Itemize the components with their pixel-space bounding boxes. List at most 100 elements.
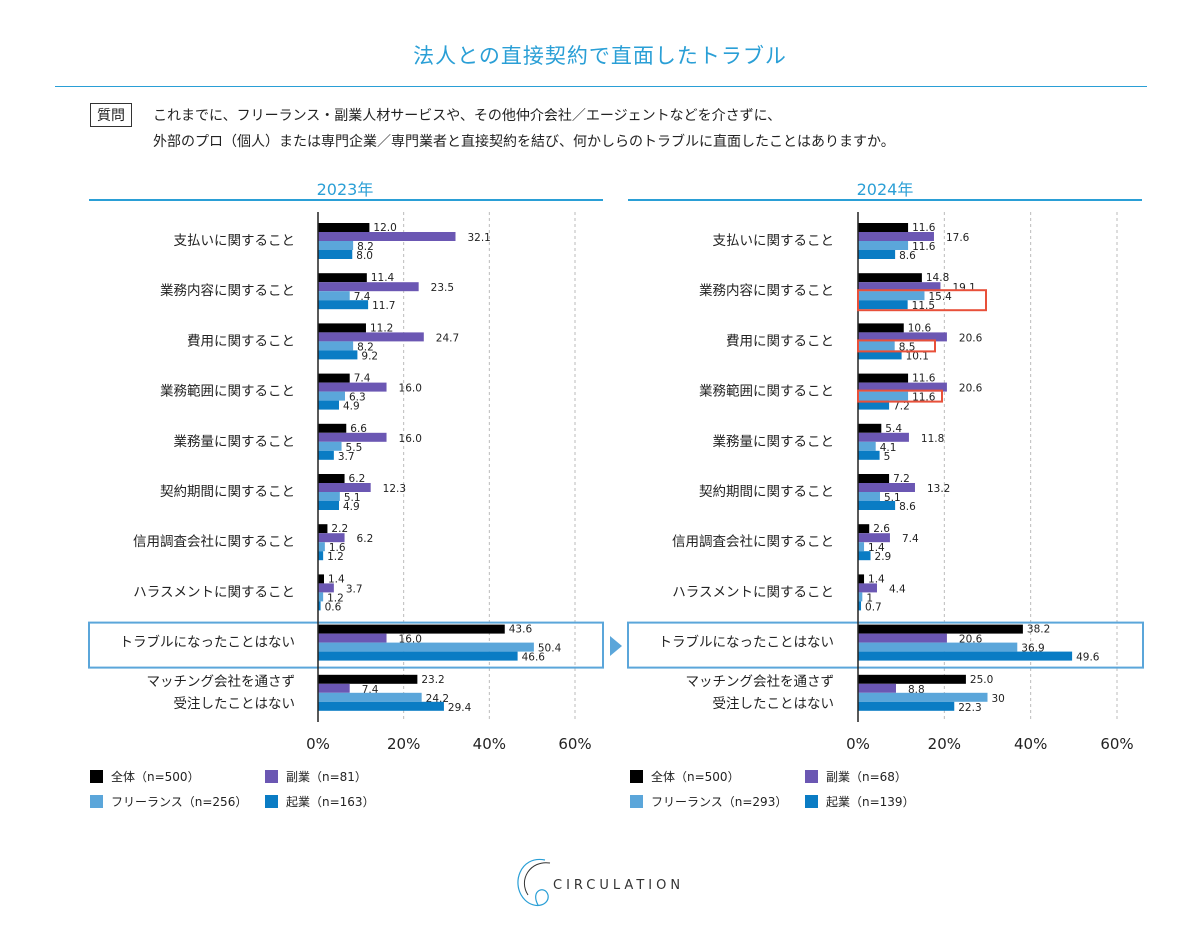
- bar: [318, 273, 367, 283]
- bar: [318, 391, 345, 401]
- data-label: 6.2: [349, 473, 366, 485]
- legend-label: 全体（n=500）: [651, 770, 740, 784]
- red-annotation-box: [857, 339, 936, 353]
- bar: [318, 232, 456, 241]
- title-divider: [55, 86, 1147, 87]
- legend-swatch: [630, 795, 643, 808]
- data-label: 0.7: [865, 601, 882, 613]
- bar: [318, 542, 325, 552]
- bar: [318, 241, 354, 250]
- bar: [858, 692, 988, 702]
- data-label: 11.7: [372, 300, 395, 312]
- data-label: 10.1: [906, 350, 929, 362]
- data-label: 11.6: [912, 241, 936, 253]
- bar: [858, 483, 915, 492]
- data-label: 1.6: [329, 542, 346, 554]
- logo-text: CIRCULATION: [553, 878, 685, 893]
- category-label: 信用調査会社に関すること: [133, 534, 295, 550]
- data-label: 11.6: [912, 222, 936, 234]
- data-label: 1.4: [868, 573, 885, 585]
- data-label: 1: [866, 592, 873, 604]
- bar: [318, 332, 424, 342]
- legend-item: 副業（n=81）: [265, 768, 367, 785]
- bar: [858, 551, 871, 561]
- data-label: 5: [884, 451, 891, 463]
- x-tick-label: 0%: [306, 735, 330, 753]
- legend-swatch: [90, 795, 103, 808]
- category-label: トラブルになったことはない: [120, 634, 296, 651]
- bar: [858, 501, 896, 510]
- data-label: 50.4: [538, 643, 562, 655]
- data-label: 10.6: [908, 322, 932, 334]
- data-label: 16.0: [399, 383, 422, 395]
- bar: [318, 300, 369, 310]
- bar: [318, 282, 419, 292]
- legend-swatch: [265, 795, 278, 808]
- bar: [858, 492, 881, 501]
- bar: [318, 551, 324, 561]
- bar: [318, 524, 328, 534]
- data-label: 3.7: [338, 451, 355, 463]
- bar: [858, 651, 1073, 661]
- legend-item: 全体（n=500）: [90, 768, 200, 785]
- legend-swatch: [630, 770, 643, 783]
- legend-label: 全体（n=500）: [111, 770, 200, 784]
- bar: [318, 474, 345, 483]
- legend-item: 起業（n=139）: [805, 793, 915, 810]
- x-tick-label: 20%: [928, 735, 961, 753]
- x-tick-label: 40%: [473, 735, 506, 753]
- bar: [318, 692, 422, 702]
- bar: [318, 483, 371, 492]
- bar: [318, 701, 444, 711]
- bar: [318, 373, 350, 383]
- chart-title-2024: 2024年: [856, 180, 914, 199]
- data-label: 11.8: [921, 433, 944, 445]
- data-label: 8.2: [357, 241, 374, 253]
- data-label: 17.6: [946, 232, 970, 244]
- category-label: 業務量に関すること: [713, 434, 835, 450]
- data-label: 16.0: [399, 433, 422, 445]
- data-label: 2.9: [875, 551, 892, 563]
- data-label: 6.3: [349, 392, 366, 404]
- data-label: 1.2: [327, 592, 344, 604]
- bar: [858, 574, 865, 584]
- bar: [318, 601, 321, 611]
- data-label: 12.0: [373, 222, 396, 234]
- year-divider-2023: [89, 199, 603, 201]
- legend-swatch: [805, 795, 818, 808]
- bar: [318, 533, 345, 543]
- category-label: 支払いに関すること: [174, 233, 296, 249]
- bar: [858, 282, 941, 292]
- data-label: 0.6: [325, 601, 342, 613]
- data-label: 29.4: [448, 702, 472, 714]
- bar: [858, 273, 922, 283]
- chart-title-2023: 2023年: [316, 180, 374, 199]
- bar: [858, 323, 904, 333]
- data-label: 13.2: [927, 483, 950, 495]
- category-label: ハラスメントに関すること: [672, 584, 834, 600]
- data-label: 7.2: [893, 473, 910, 485]
- bar: [318, 624, 505, 634]
- red-annotation-box: [857, 389, 943, 403]
- category-label: マッチング会社を通さず: [147, 674, 296, 690]
- category-label: ハラスメントに関すること: [133, 584, 295, 600]
- x-tick-label: 60%: [558, 735, 591, 753]
- arrow-icon: [610, 636, 622, 656]
- data-label: 19.1: [952, 282, 975, 294]
- legend-label: 副業（n=68）: [826, 770, 907, 784]
- data-label: 4.4: [889, 583, 906, 595]
- bar: [858, 583, 877, 593]
- bar: [858, 474, 890, 483]
- page-title: 法人との直接契約で直面したトラブル: [413, 44, 787, 68]
- category-label: 受注したことはない: [174, 696, 296, 712]
- data-label: 8.6: [899, 501, 916, 513]
- bar: [858, 624, 1023, 634]
- category-label: 業務内容に関すること: [160, 282, 295, 299]
- bar: [858, 524, 870, 534]
- category-label: 業務範囲に関すること: [699, 384, 834, 400]
- bar: [318, 574, 324, 584]
- bar: [318, 674, 418, 684]
- bar: [318, 683, 350, 693]
- category-label: 業務量に関すること: [174, 434, 296, 450]
- bar: [858, 642, 1018, 652]
